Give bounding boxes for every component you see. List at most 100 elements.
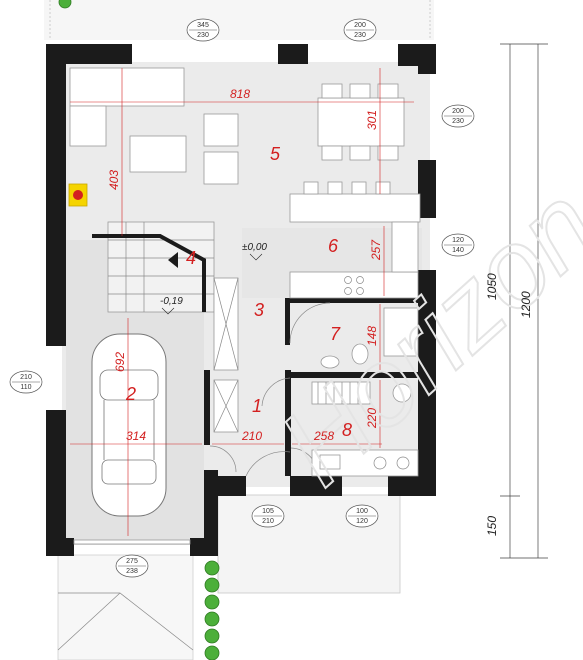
dim-garage-width: 314	[126, 429, 146, 443]
door-hall-swing	[261, 377, 291, 407]
dim-garage-depth: 692	[113, 352, 127, 372]
wall-right-lower	[418, 270, 436, 495]
shower	[383, 307, 419, 357]
door-entrance-swing	[245, 451, 291, 477]
opening-top: 345	[197, 22, 209, 29]
dim-utility-depth: 220	[365, 408, 379, 429]
room-number: 8	[342, 420, 352, 440]
room-number: 1	[252, 396, 262, 416]
car-windshield	[99, 369, 159, 401]
car-rear-window	[101, 459, 157, 485]
door-wc-swing	[289, 302, 331, 344]
driveway-lines	[57, 592, 194, 651]
opening-bottom: 230	[354, 32, 366, 39]
kitchen-counter	[289, 271, 419, 299]
hedge	[58, 0, 220, 660]
dining-table	[317, 97, 405, 147]
room-number: 3	[254, 300, 264, 320]
living-furniture	[68, 67, 421, 299]
coffee-table	[129, 135, 187, 173]
wall-bottom-garage-left	[46, 538, 74, 556]
room-number: 6	[328, 236, 339, 256]
level-garage: -0,19	[160, 296, 183, 307]
wardrobe-upper-lines	[213, 277, 239, 371]
top-garden-dashes	[49, 0, 431, 40]
car-roof-line	[103, 400, 155, 460]
wall-left-mid	[46, 256, 66, 346]
opening-bottom: 238	[126, 568, 138, 575]
opening-entrance-door: 105 210	[251, 504, 285, 528]
hob-burner-1	[344, 276, 352, 284]
dim-kitchen-depth: 257	[369, 239, 383, 261]
room-number: 7	[330, 324, 341, 344]
level-main-marker	[249, 253, 263, 261]
ext-dim-porch: 150	[485, 516, 499, 536]
wall-interior-vert	[285, 370, 291, 476]
stair-arrow	[168, 252, 178, 268]
room-number: 4	[186, 248, 196, 268]
utility-radiator	[311, 381, 371, 405]
bar-stool-2	[327, 181, 343, 195]
sofa-side	[69, 105, 107, 147]
wall-left-lower	[46, 410, 66, 555]
sofa-back	[69, 67, 185, 107]
toilet	[351, 343, 369, 365]
utility-sink	[319, 454, 341, 470]
bar-stool-1	[303, 181, 319, 195]
wall-bottom-right	[388, 476, 436, 496]
hob-burner-4	[356, 287, 364, 295]
opening-bottom: 230	[452, 118, 464, 125]
wall-top-left	[46, 44, 132, 64]
opening-top: 200	[354, 22, 366, 29]
dryer	[396, 456, 410, 470]
dim-living-depth: 403	[107, 170, 121, 190]
fireplace-flame	[73, 190, 83, 200]
ext-dim-total: 1200	[519, 291, 533, 318]
dining-chair-6	[377, 145, 399, 161]
hob-burner-3	[344, 287, 352, 295]
stair-treads	[108, 222, 214, 312]
shrub	[204, 594, 220, 610]
kitchen-island	[289, 193, 421, 223]
garage-door-line	[73, 539, 191, 545]
dining-chair-5	[349, 145, 371, 161]
wall-left-upper	[46, 44, 66, 256]
dining-chair-3	[377, 83, 399, 99]
boiler	[392, 383, 412, 403]
opening-top: 275	[126, 558, 138, 565]
wall-interior-horiz	[285, 372, 420, 378]
ext-dim-inner: 1050	[485, 273, 499, 300]
level-main: ±0,00	[242, 242, 267, 253]
wall-right-mid	[418, 160, 436, 218]
room-number: 2	[125, 384, 136, 404]
opening-top: 105	[262, 508, 274, 515]
car	[91, 333, 167, 517]
opening-top-right: 200 230	[343, 18, 377, 42]
top-garden-strip	[44, 0, 434, 40]
opening-bottom: 120	[356, 518, 368, 525]
dim-utility-width: 258	[313, 429, 334, 443]
ext-ticks	[500, 43, 548, 559]
shrub	[204, 611, 220, 627]
dining-chair-1	[321, 83, 343, 99]
wc-sink	[320, 355, 340, 369]
door-garage-swing	[209, 445, 237, 473]
dim-hall-width: 210	[241, 429, 262, 443]
shrub	[204, 577, 220, 593]
opening-bottom: 210	[262, 518, 274, 525]
shrub	[58, 0, 72, 9]
kitchen-side-counter	[391, 221, 419, 273]
wall-top-mid	[278, 44, 308, 64]
opening-top: 200	[452, 108, 464, 115]
opening-right-kitchen: 120 140	[441, 233, 475, 257]
opening-bottom: 230	[197, 32, 209, 39]
opening-top: 210	[20, 374, 32, 381]
stair-wall	[92, 234, 206, 312]
shrub	[204, 645, 220, 660]
dimension-lines	[70, 68, 414, 536]
dim-living-width: 818	[230, 87, 250, 101]
opening-left-garage: 210 110	[9, 370, 43, 394]
dim-wc-depth: 148	[365, 326, 379, 346]
shrub	[204, 560, 220, 576]
